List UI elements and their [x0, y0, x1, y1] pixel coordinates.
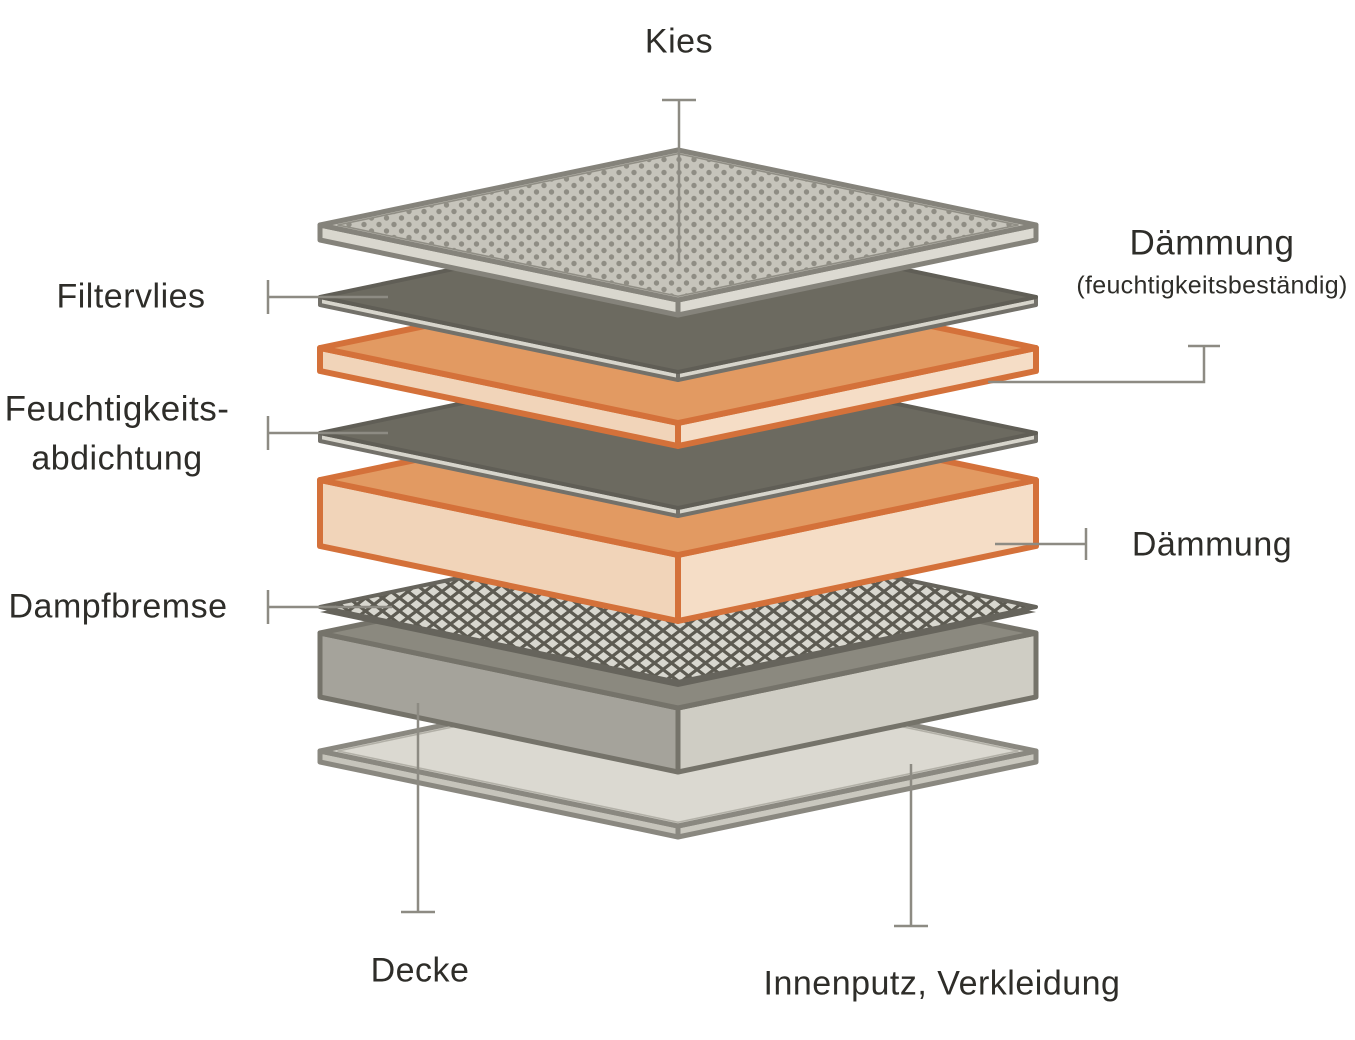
label-daemmung-oben-line2: (feuchtigkeitsbeständig)	[1076, 271, 1348, 300]
label-daemmung-feuchtigkeitsbestaendig: Dämmung (feuchtigkeitsbeständig)	[1076, 224, 1347, 301]
label-decke: Decke	[370, 951, 470, 990]
label-kies: Kies	[644, 22, 714, 61]
label-feuchtigkeitsabdichtung-line2: abdichtung	[31, 439, 203, 478]
label-feuchtigkeitsabdichtung-line1: Feuchtigkeits-	[4, 389, 230, 429]
label-dampfbremse: Dampfbremse	[8, 587, 228, 626]
label-daemmung: Dämmung	[1131, 525, 1293, 564]
leader-daemmung-oben	[988, 346, 1206, 384]
label-innenputz-verkleidung: Innenputz, Verkleidung	[763, 964, 1121, 1003]
leader-lines	[266, 98, 1220, 928]
label-feuchtigkeitsabdichtung: Feuchtigkeits- abdichtung	[5, 390, 230, 479]
innenputz-inner-rim	[337, 678, 1019, 824]
label-filtervlies: Filtervlies	[56, 277, 206, 316]
label-daemmung-oben-line1: Dämmung	[1129, 223, 1295, 263]
